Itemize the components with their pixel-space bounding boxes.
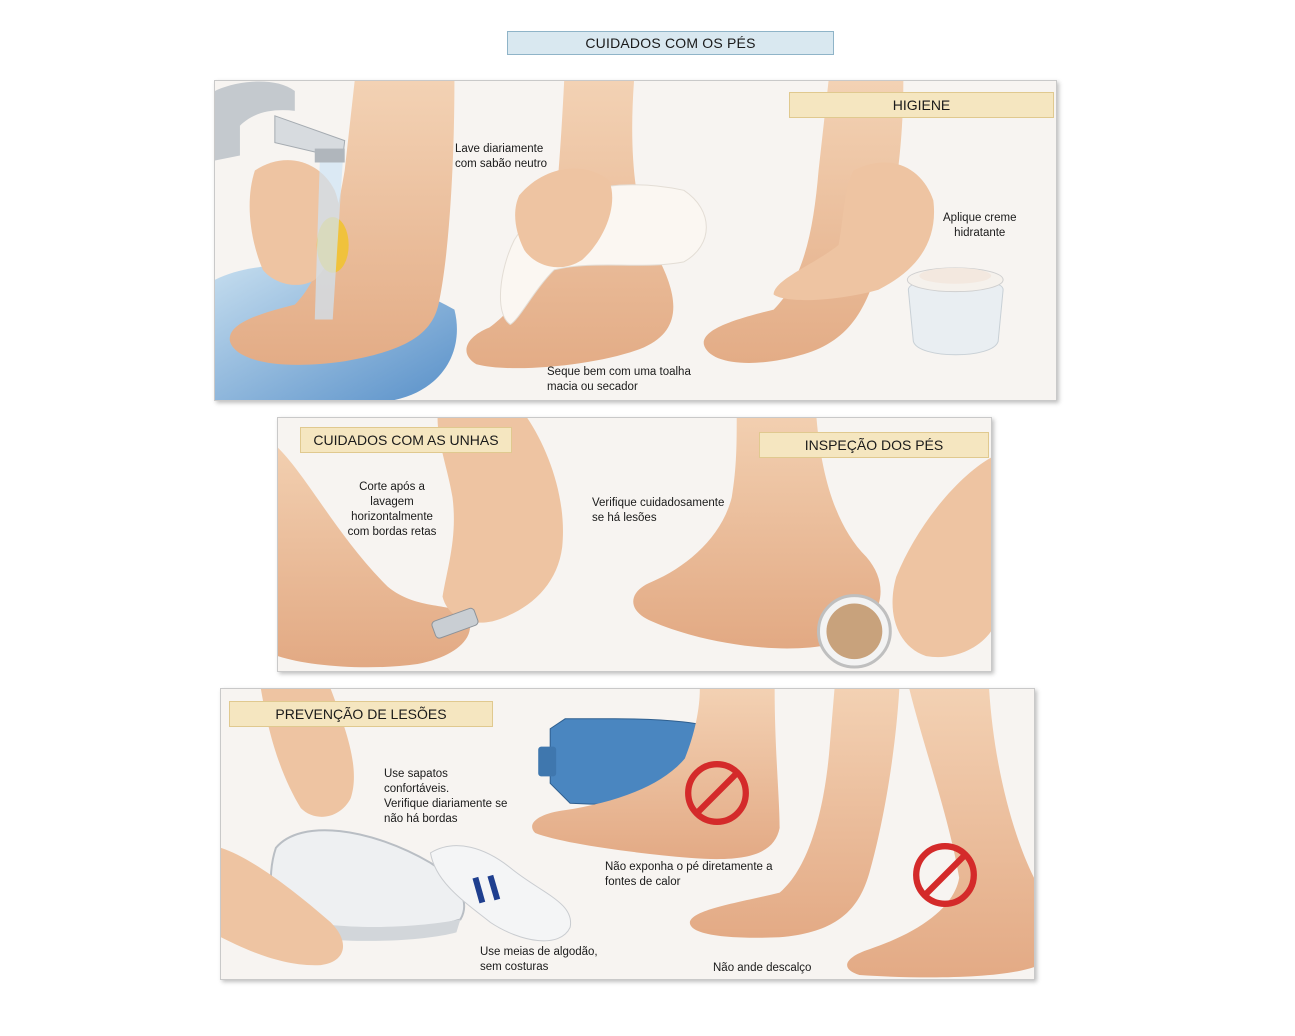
dry-caption-line-1: Seque bem com uma toalha (547, 366, 691, 378)
shoes-caption: Use sapatos confortáveis. Verifique diar… (384, 767, 507, 827)
nails-heading: CUIDADOS COM AS UNHAS (300, 427, 512, 453)
cut-caption-line-4: com bordas retas (347, 526, 437, 538)
barefoot-caption: Não ande descalço (713, 962, 812, 974)
no-heat-prohibit-icon (685, 761, 749, 825)
dry-caption: Seque bem com uma toalha macia ou secado… (547, 365, 691, 395)
heat-caption-line-1: Não exponha o pé diretamente a (605, 861, 773, 873)
heat-caption: Não exponha o pé diretamente a fontes de… (605, 860, 773, 890)
page-title: CUIDADOS COM OS PÉS (507, 31, 834, 55)
dry-caption-line-2: macia ou secador (547, 381, 638, 393)
hygiene-illustration (215, 81, 1004, 400)
nails-inspection-illustration (278, 418, 991, 669)
socks-caption-line-1: Use meias de algodão, (480, 946, 598, 958)
wash-caption-line-1: Lave diariamente (455, 143, 544, 155)
wash-caption-line-2: com sabão neutro (455, 158, 548, 170)
check-caption-line-1: Verifique cuidadosamente (592, 497, 725, 509)
hygiene-panel: HIGIENE Lave diariamente com sabão neutr… (214, 80, 1057, 401)
shoes-caption-line-3: Verifique diariamente se (384, 798, 508, 810)
inspection-heading: INSPEÇÃO DOS PÉS (759, 432, 989, 458)
shoes-caption-line-1: Use sapatos (384, 768, 448, 780)
cut-caption-line-3: horizontalmente (351, 511, 433, 523)
prevention-illustration (221, 689, 1034, 978)
cream-caption-line-2: hidratante (954, 227, 1006, 239)
socks-caption-line-2: sem costuras (480, 961, 549, 973)
shoes-caption-line-4: não há bordas (384, 813, 458, 825)
cut-caption: Corte após a lavagem horizontalmente com… (346, 480, 438, 540)
cut-caption-line-1: Corte após a (359, 481, 425, 493)
cream-caption: Aplique creme hidratante (943, 211, 1017, 241)
hygiene-heading: HIGIENE (789, 92, 1054, 118)
cream-caption-line-1: Aplique creme (943, 212, 1017, 224)
socks-caption: Use meias de algodão, sem costuras (480, 945, 598, 975)
nails-inspection-panel: CUIDADOS COM AS UNHAS INSPEÇÃO DOS PÉS C… (277, 417, 992, 672)
shoes-caption-line-2: confortáveis. (384, 783, 450, 795)
wash-caption: Lave diariamente com sabão neutro (455, 142, 547, 172)
no-barefoot-prohibit-icon (913, 843, 977, 907)
heat-caption-line-2: fontes de calor (605, 876, 681, 888)
check-caption-line-2: se há lesões (592, 512, 657, 524)
check-caption: Verifique cuidadosamente se há lesões (592, 496, 724, 526)
prevention-panel: PREVENÇÃO DE LESÕES Use sapatos confortá… (220, 688, 1035, 980)
prevention-heading: PREVENÇÃO DE LESÕES (229, 701, 493, 727)
cut-caption-line-2: lavagem (370, 496, 414, 508)
